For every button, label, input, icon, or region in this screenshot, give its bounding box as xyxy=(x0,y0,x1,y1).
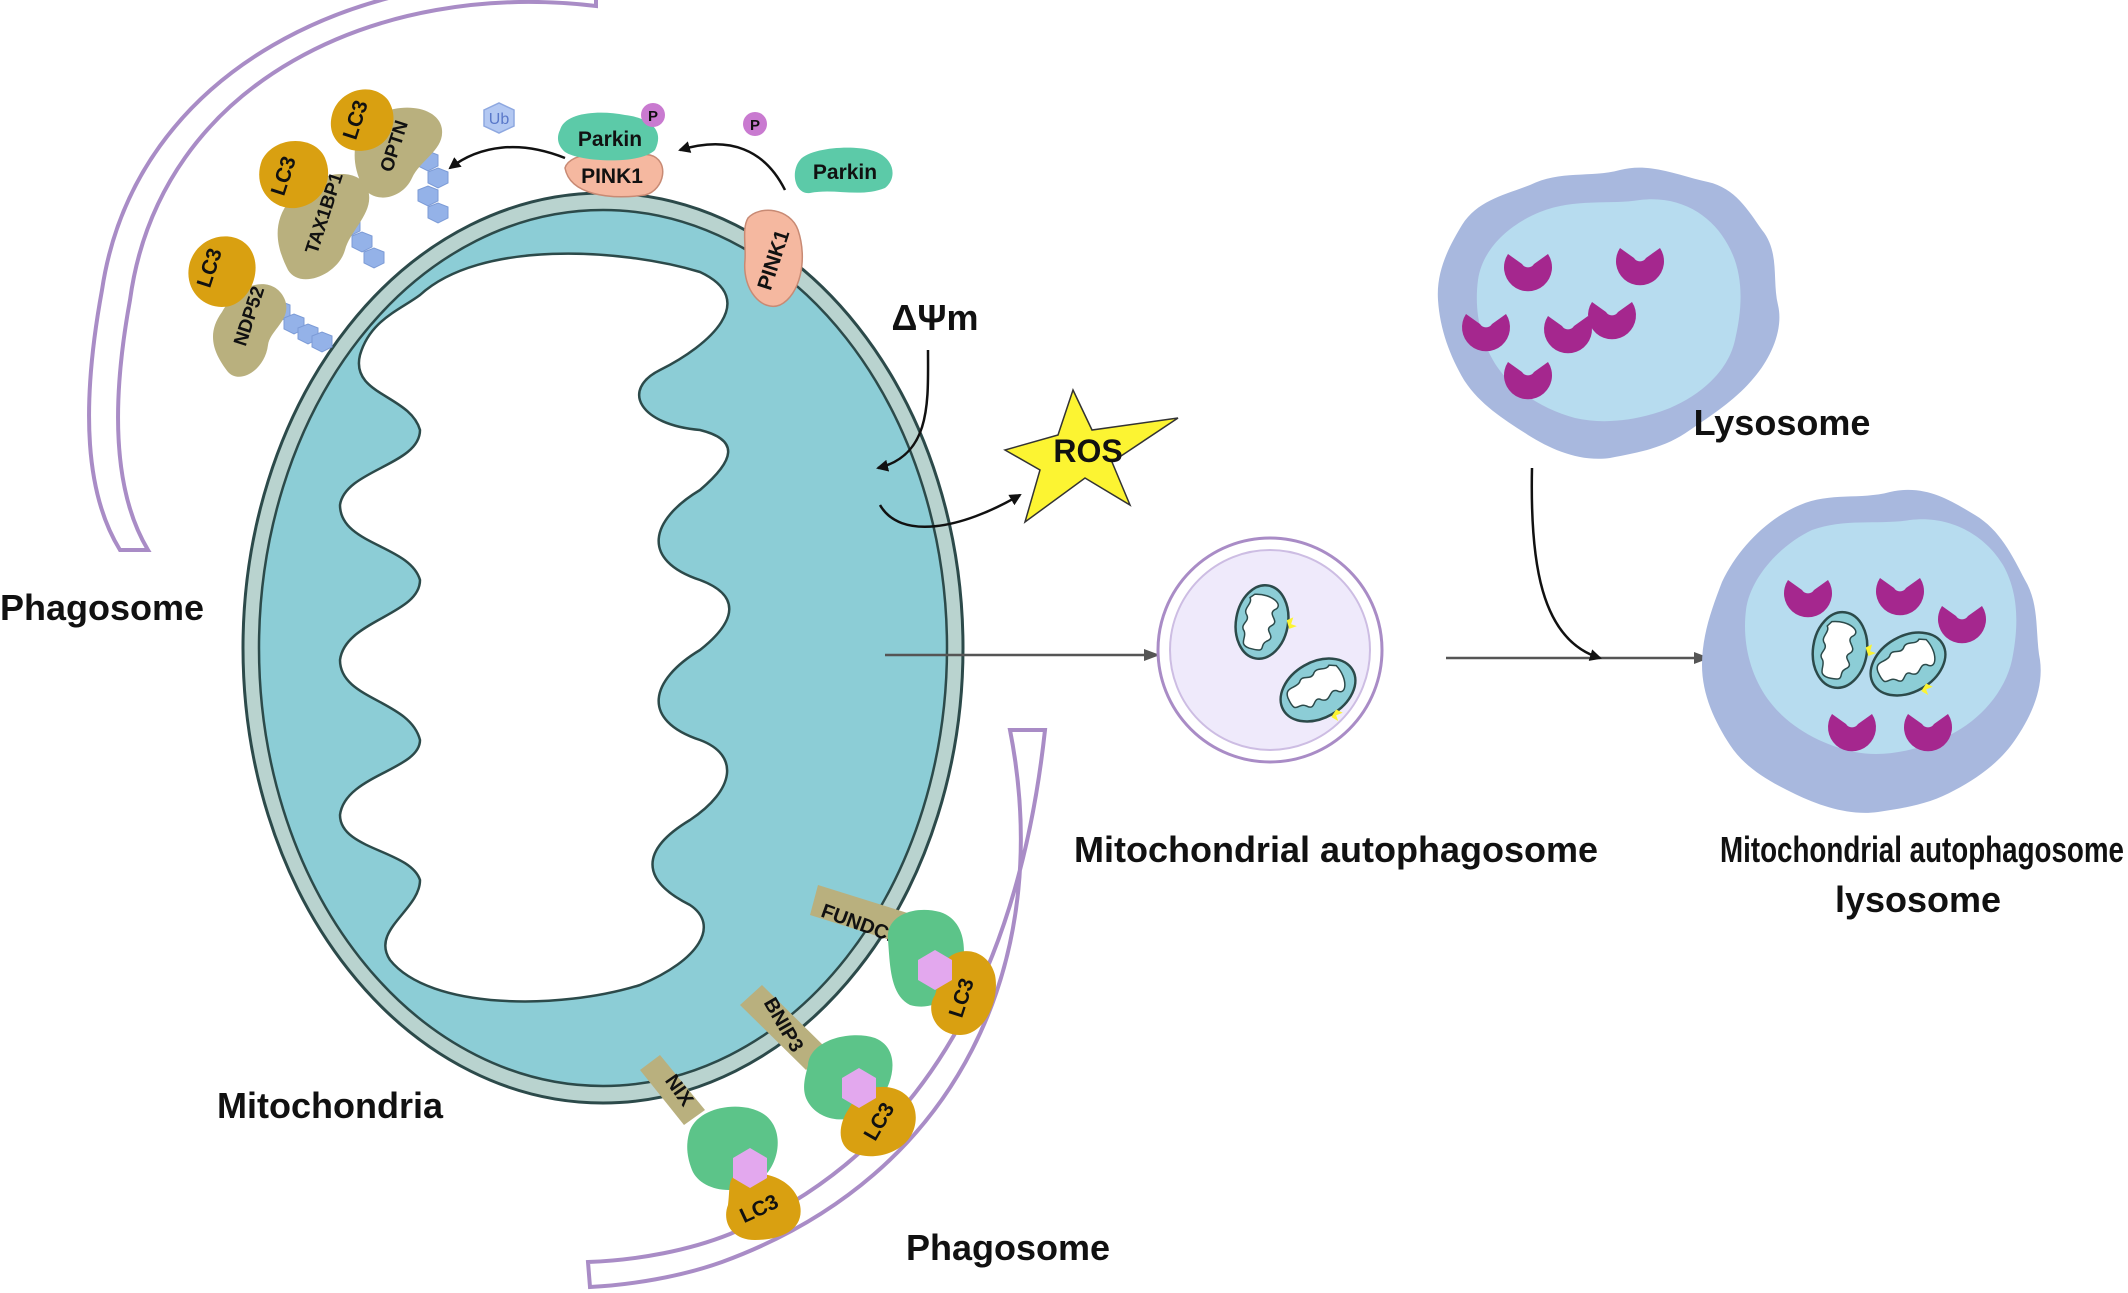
arrow-lysosome-fusion xyxy=(1530,467,1602,661)
arrow-membrane-potential xyxy=(876,349,930,472)
ros-label: ROS xyxy=(1053,433,1122,469)
autolysosome-mitochondrion-2 xyxy=(1869,631,1947,697)
parkin-pink1-complex: PINK1 Parkin P xyxy=(557,103,665,198)
engulfed-mitochondrion-2 xyxy=(1279,657,1357,723)
ubiquitin-free: Ub xyxy=(483,102,515,134)
phospho-label-1: P xyxy=(648,108,658,125)
ros-star: ROS xyxy=(1003,387,1179,524)
phagosome-label-upper: Phagosome xyxy=(0,587,204,628)
autolysosome-label-line1: Mitochondrial autophagosome xyxy=(1720,829,2124,870)
phospho-label-2: P xyxy=(750,117,760,134)
mitochondrial-autolysosome xyxy=(1702,489,2041,813)
parkin-label-2: Parkin xyxy=(813,161,877,184)
autolysosome-mitochondrion-1 xyxy=(1811,610,1876,690)
pink1-label-1: PINK1 xyxy=(581,165,643,188)
autolysosome-label-line2: lysosome xyxy=(1835,879,2001,920)
pink1-membrane: PINK1 xyxy=(743,209,804,308)
lysosome xyxy=(1437,167,1780,459)
ub-label: Ub xyxy=(489,111,510,128)
engulfed-mitochondrion-1 xyxy=(1234,584,1297,660)
nix-receptor: NIX LC3 xyxy=(640,1055,801,1240)
parkin-free: Parkin xyxy=(794,147,893,194)
lc3-optn: LC3 xyxy=(330,89,394,151)
phospho-free: P xyxy=(743,112,767,136)
parkin-label-1: Parkin xyxy=(578,128,642,151)
membrane-potential-label: ΔΨm xyxy=(891,297,978,338)
phagosome-label-lower: Phagosome xyxy=(906,1227,1110,1268)
fundc1-receptor: FUNDC1 LC3 xyxy=(810,885,996,1035)
arrow-to-ros xyxy=(878,493,1022,529)
mitochondrial-cristae xyxy=(338,252,731,1003)
lc3-tax1bp1: LC3 xyxy=(259,140,329,209)
mitochondrial-autophagosome xyxy=(1156,536,1384,764)
autophagosome-label: Mitochondrial autophagosome xyxy=(1074,829,1598,870)
lysosome-label: Lysosome xyxy=(1694,402,1871,443)
arrow-parkin-to-ubiquitin xyxy=(448,145,566,170)
phagosome-membrane-upper xyxy=(87,0,598,552)
lc3-ndp52: LC3 xyxy=(188,236,256,307)
mitochondria-label: Mitochondria xyxy=(217,1085,444,1126)
arrow-parkin-recruitment xyxy=(678,141,787,191)
mitochondrion xyxy=(241,191,965,1105)
ndp52-adaptor: NDP52 xyxy=(212,284,287,377)
